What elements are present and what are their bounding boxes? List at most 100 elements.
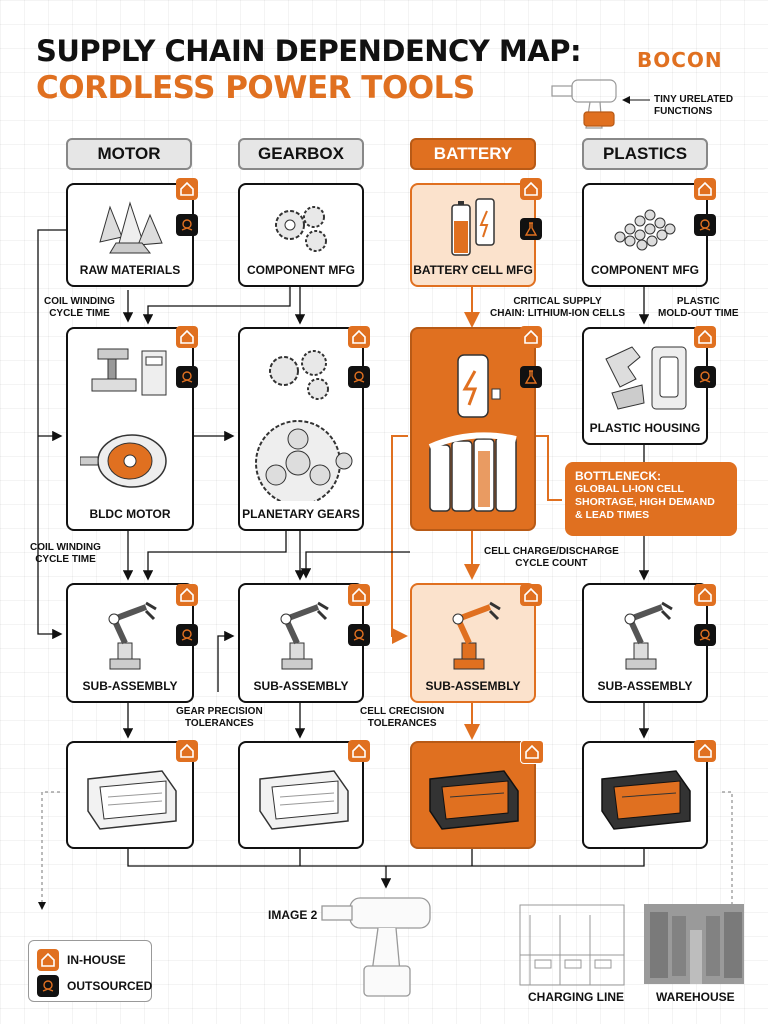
annotation-cell-precision: CELL CRECISION TOLERANCES [360,706,445,729]
house-icon [524,181,538,196]
outsourced-badge [348,624,370,646]
annotation-coil-winding-bottom: COIL WINDING CYCLE TIME [30,542,101,565]
outsourced-badge [694,366,716,388]
planetary-gears-icon [255,350,353,501]
in-house-badge [176,178,198,200]
house-icon [524,329,538,344]
warehouse-label: WAREHOUSE [656,990,735,1004]
node-label: BATTERY CELL MFG [413,263,533,277]
node-sub-assembly-motor[interactable]: SUB-ASSEMBLY [66,583,194,703]
node-bldc-motor[interactable]: BLDC MOTOR [66,327,194,531]
node-component-mfg-gearbox[interactable]: COMPONENT MFG [238,183,364,287]
drill-sketch-icon [551,79,617,129]
node-battery-pack-battery[interactable] [410,741,536,849]
house-icon [352,587,366,602]
annotation-drill-note: TINY URELATED FUNCTIONS [654,94,734,117]
node-label: BLDC MOTOR [89,507,171,521]
annotation-cell-charge: CELL CHARGE/DISCHARGE CYCLE COUNT [484,546,619,569]
brand-logo: BOCON [637,48,723,72]
in-house-badge [694,178,716,200]
annotation-gear-precision: GEAR PRECISION TOLERANCES [176,706,263,729]
handshake-globe-icon [37,975,59,997]
node-plastic-housing[interactable]: PLASTIC HOUSING [582,327,708,445]
node-raw-materials[interactable]: RAW MATERIALS [66,183,194,287]
column-header-plastics: PLASTICS [582,138,708,170]
node-label: COMPONENT MFG [247,263,355,277]
node-planetary-gears[interactable]: PLANETARY GEARS [238,327,364,531]
outsourced-badge [176,214,198,236]
plastic-parts-icon [605,346,687,410]
outsourced-badge [694,624,716,646]
handshake-globe-icon [699,629,711,641]
node-battery-pack-motor[interactable] [66,741,194,849]
warehouse-image [644,904,744,984]
handshake-globe-icon [181,629,193,641]
battery-cells-icon [451,198,495,256]
in-house-badge [520,326,542,348]
house-icon [698,743,712,758]
motor-machine-icon [80,348,167,488]
robot-arm-icon [624,601,673,670]
node-label: SUB-ASSEMBLY [253,679,349,693]
in-house-badge [520,584,542,606]
charging-line-sketch-icon [519,904,625,986]
node-label: SUB-ASSEMBLY [597,679,693,693]
crystals-icon [99,201,163,254]
handshake-globe-icon [699,371,711,383]
outsourced-badge [694,214,716,236]
page-title: SUPPLY CHAIN DEPENDENCY MAP: [36,34,582,68]
node-component-mfg-plastics[interactable]: COMPONENT MFG [582,183,708,287]
in-house-badge [694,326,716,348]
gears-icon [275,206,327,252]
node-sub-assembly-battery[interactable]: SUB-ASSEMBLY [410,583,536,703]
in-house-badge [520,740,544,764]
in-house-badge [176,584,198,606]
annotation-coil-winding-top: COIL WINDING CYCLE TIME [44,296,115,319]
legend: IN-HOUSE OUTSOURCED [28,940,152,1002]
house-icon [352,743,366,758]
robot-arm-icon [280,601,329,670]
in-house-badge [520,178,542,200]
handshake-globe-icon [699,219,711,231]
node-battery-pack[interactable] [410,327,536,531]
outsourced-badge [176,624,198,646]
node-sub-assembly-gearbox[interactable]: SUB-ASSEMBLY [238,583,364,703]
in-house-badge [348,584,370,606]
house-icon [525,744,539,759]
lab-badge [520,218,542,240]
node-battery-pack-gearbox[interactable] [238,741,364,849]
house-icon [524,587,538,602]
flask-icon [524,370,538,384]
robot-arm-icon [452,601,501,670]
battery-pack-product-icon [259,770,349,830]
annotation-plastic-mold: PLASTIC MOLD-OUT TIME [658,296,739,319]
house-icon [37,949,59,971]
final-drill-sketch-icon [321,897,431,997]
battery-pack-icon [428,354,517,512]
legend-label-outsourced: OUTSOURCED [67,979,153,993]
house-icon [698,587,712,602]
node-label: RAW MATERIALS [79,263,181,277]
node-sub-assembly-plastics[interactable]: SUB-ASSEMBLY [582,583,708,703]
node-battery-pack-plastics[interactable] [582,741,708,849]
charging-line-label: CHARGING LINE [528,990,624,1004]
node-label: SUB-ASSEMBLY [82,679,178,693]
column-header-motor: MOTOR [66,138,192,170]
battery-pack-product-icon [429,770,519,830]
node-label: PLANETARY GEARS [242,507,360,521]
handshake-globe-icon [353,371,365,383]
house-icon [698,329,712,344]
node-label: SUB-ASSEMBLY [425,679,521,693]
flask-icon [524,222,538,236]
column-header-battery: BATTERY [410,138,536,170]
handshake-globe-icon [181,219,193,231]
bottleneck-callout: BOTTLENECK: GLOBAL LI-ION CELL SHORTAGE,… [565,462,737,536]
in-house-badge [694,584,716,606]
lab-badge [520,366,542,388]
in-house-badge [348,326,370,348]
node-battery-cell-mfg[interactable]: BATTERY CELL MFG [410,183,536,287]
house-icon [352,329,366,344]
bottleneck-title: BOTTLENECK: [575,469,661,483]
handshake-globe-icon [353,629,365,641]
